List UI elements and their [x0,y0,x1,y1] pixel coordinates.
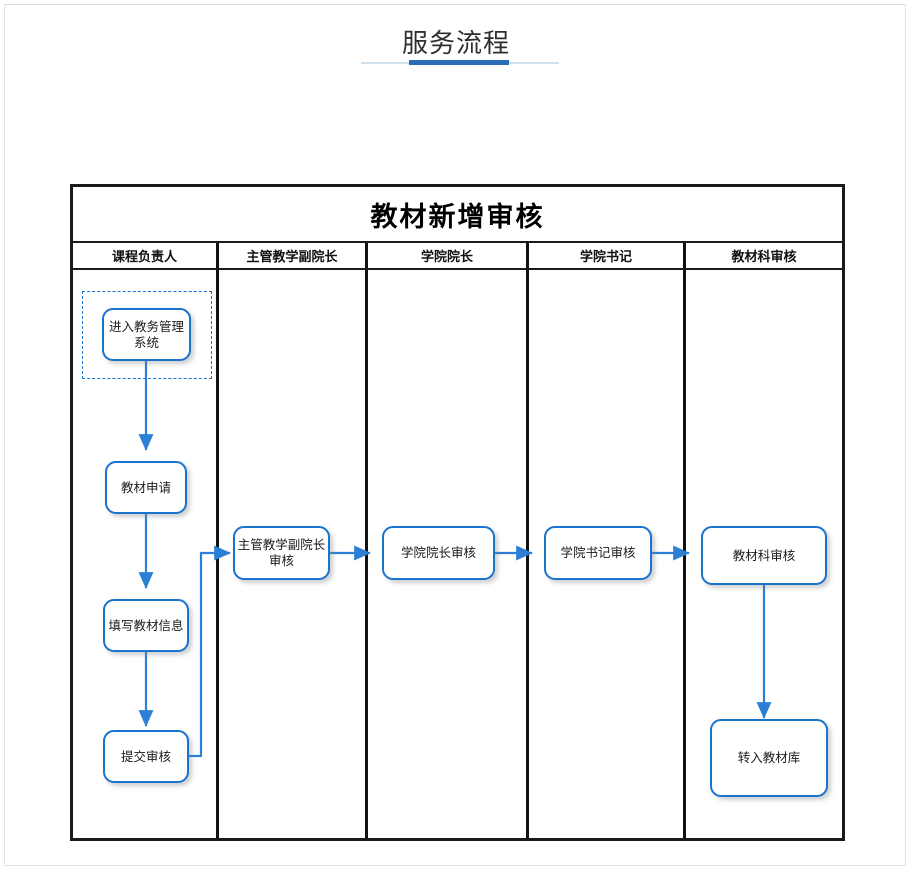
node-transfer-to-library[interactable]: 转入教材库 [710,719,828,797]
lane-header-vice-dean: 主管教学副院长 [216,243,365,268]
connector-layer [138,361,772,758]
lane-header-course-owner: 课程负责人 [111,250,177,265]
node-vice-dean-review[interactable]: 主管教学副院长审核 [233,526,330,580]
lane-header-row: 课程负责人 主管教学副院长 学院院长 学院书记 教材科审核 [73,243,842,270]
flowchart-title-band: 教材新增审核 [73,187,842,243]
node-fill-textbook-info[interactable]: 填写教材信息 [103,599,189,652]
node-secretary-review[interactable]: 学院书记审核 [544,526,652,580]
node-textbook-application[interactable]: 教材申请 [105,461,187,514]
page-canvas: 服务流程 教材新增审核 课程负责人 主管教学副院长 学院院长 学院书记 教材科审… [4,4,906,866]
lane-header-textbook-office: 教材科审核 [683,243,842,268]
connector-submit-to-vice-dean-review [183,545,231,758]
page-title: 服务流程 [401,29,510,59]
node-textbook-office-review[interactable]: 教材科审核 [701,526,827,585]
lane-header-dean: 学院院长 [365,243,526,268]
flowchart-title: 教材新增审核 [370,201,545,233]
selection-marquee[interactable] [82,291,212,379]
node-submit-review[interactable]: 提交审核 [103,730,189,783]
lane-header-secretary: 学院书记 [526,243,683,268]
title-divider-accent [409,60,509,65]
node-enter-system[interactable]: 进入教务管理系统 [102,308,191,361]
flowchart: 教材新增审核 课程负责人 主管教学副院长 学院院长 学院书记 教材科审核 [70,184,845,841]
node-dean-review[interactable]: 学院院长审核 [382,526,495,580]
